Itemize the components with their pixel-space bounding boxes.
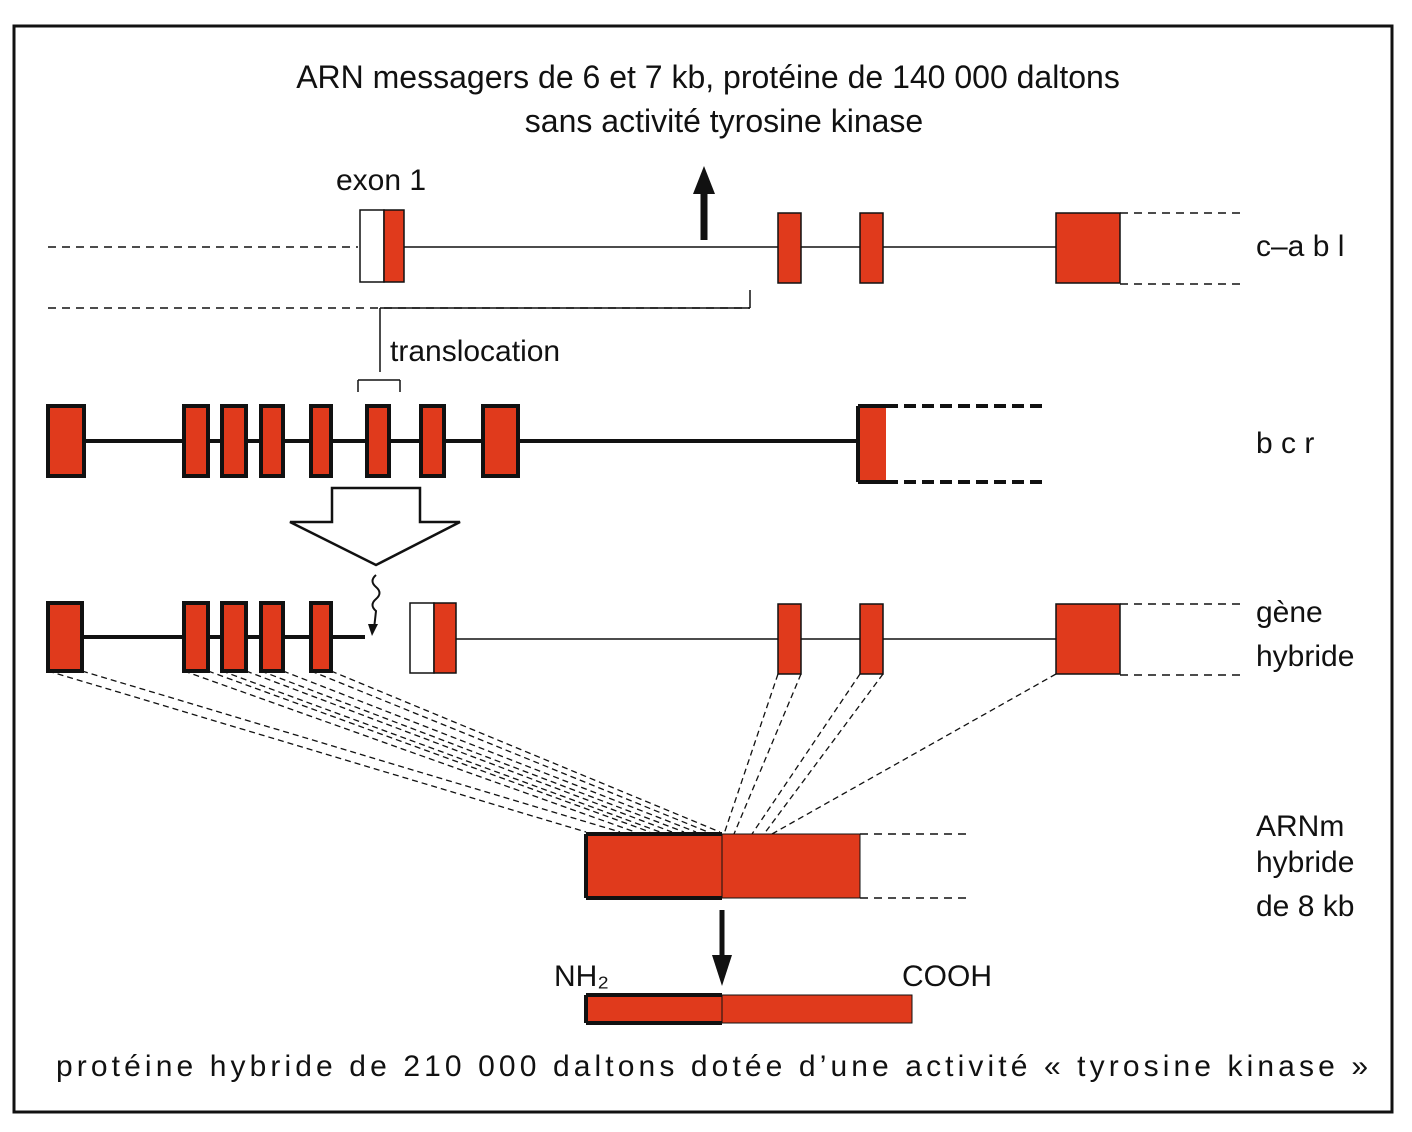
cooh-label: COOH (902, 960, 992, 993)
bcr-exon-partial (858, 406, 886, 482)
hybrid-bcr-exon (46, 601, 84, 673)
bcr-exon (182, 404, 210, 478)
hybrid-bcr-exon (309, 601, 333, 673)
cabl-exon (777, 212, 802, 284)
protein-bcr-part (586, 995, 722, 1023)
cabl-gene (48, 209, 1240, 285)
frame-border (12, 24, 1394, 1114)
protein-abl-part (721, 994, 913, 1024)
hybrid-mrna (584, 832, 970, 900)
hybrid-abl-exon1-noncoding (409, 602, 435, 674)
hybrid-abl-exon-large (1055, 603, 1121, 675)
bcr-exon (46, 404, 86, 478)
bcr-exon (309, 404, 333, 478)
bcr-gene (46, 404, 1046, 484)
mrna-bcr-part (586, 834, 722, 898)
hybrid-abl-exon (859, 603, 884, 675)
breakpoint-arrow-icon (368, 574, 381, 636)
nh2-label: NH₂ (554, 960, 609, 993)
cabl-exon1-coding (383, 209, 405, 283)
hybrid-gene-label-1: gène (1256, 596, 1323, 629)
bcr-exon (220, 404, 248, 478)
caption: protéine hybride de 210 000 daltons doté… (56, 1050, 1368, 1083)
mrna-abl-part (721, 833, 861, 899)
hybrid-gene (46, 601, 1240, 676)
bcr-exon (259, 404, 285, 478)
hybrid-abl-exon (777, 603, 802, 675)
mrna-label-3: de 8 kb (1256, 890, 1354, 923)
bcr-exon (365, 404, 391, 478)
bcr-label: b c r (1256, 427, 1314, 460)
hybrid-gene-label-2: hybride (1256, 640, 1354, 673)
mrna-label-1: ARNm (1256, 810, 1344, 843)
cabl-exon-large (1055, 212, 1121, 284)
splicing-lines (47, 670, 1057, 835)
translocation-label: translocation (390, 335, 560, 368)
translocation-arrow-icon (289, 486, 461, 567)
hybrid-abl-exon1-coding (433, 602, 457, 674)
hybrid-bcr-exon (220, 601, 248, 673)
down-arrow-icon (712, 910, 732, 986)
hybrid-protein (584, 993, 913, 1025)
bcr-exon (481, 404, 520, 478)
bcr-exon (419, 404, 446, 478)
translocation-bracket (48, 290, 751, 392)
cabl-exon (859, 212, 884, 284)
exon1-label: exon 1 (336, 164, 426, 197)
hybrid-bcr-exon (182, 601, 210, 673)
cabl-label: c–a b l (1256, 230, 1344, 263)
title-line-1: ARN messagers de 6 et 7 kb, protéine de … (296, 59, 1120, 95)
cabl-exon1-noncoding (359, 209, 385, 283)
mrna-label-2: hybride (1256, 846, 1354, 879)
hybrid-bcr-exon (259, 601, 285, 673)
title-line-2: sans activité tyrosine kinase (525, 103, 923, 139)
up-arrow-icon (693, 166, 715, 240)
